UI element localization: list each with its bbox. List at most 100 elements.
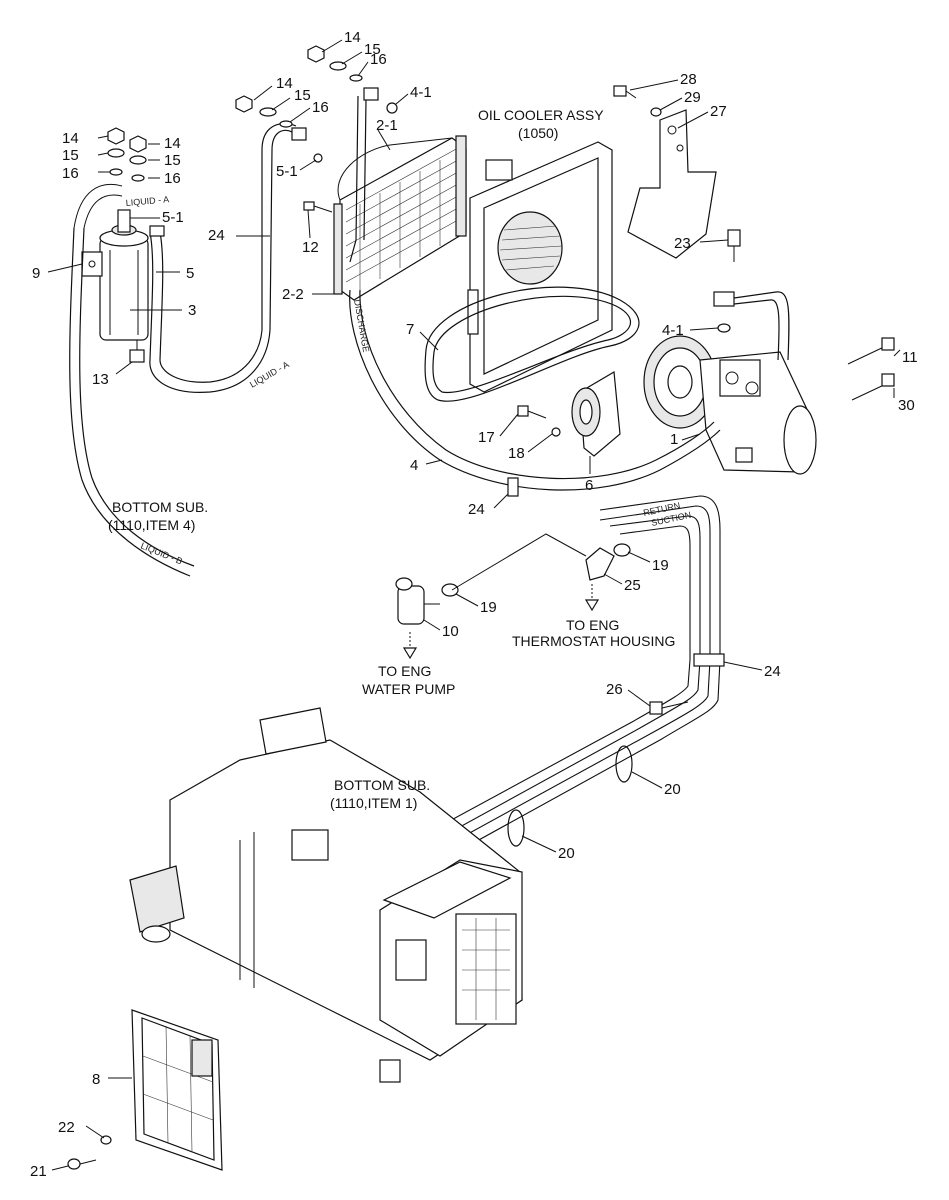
callout-26: 26 — [606, 681, 623, 698]
callout-22: 22 — [58, 1119, 75, 1136]
callout-4-1: 4-1 — [410, 84, 432, 101]
callout-5-1: 5-1 — [162, 209, 184, 226]
elbow-25 — [585, 547, 615, 581]
callout-15: 15 — [294, 87, 311, 104]
callout-24: 24 — [208, 227, 225, 244]
callout-11: 11 — [902, 349, 918, 366]
water-pump-caption: TO ENG — [378, 663, 431, 679]
callout-15: 15 — [62, 147, 79, 164]
bottom-sub-caption-b: BOTTOM SUB. — [334, 777, 430, 793]
mark-liquid-a-1: LIQUID - A — [248, 359, 291, 389]
callout-19: 19 — [652, 557, 669, 574]
clamp-24-lower — [507, 477, 519, 497]
mark-discharge: DISCHARGE — [352, 299, 371, 353]
water-pump-caption-2: WATER PUMP — [362, 681, 455, 697]
washer-18 — [551, 427, 561, 437]
callout-20: 20 — [664, 781, 681, 798]
bolt-12 — [303, 201, 333, 213]
compressor-fitting-top — [713, 291, 790, 361]
nut-washer-stack-left — [107, 127, 147, 182]
clamp-19-right — [613, 543, 631, 557]
callout-16: 16 — [370, 51, 387, 68]
callout-16: 16 — [164, 170, 181, 187]
heater-pipes — [347, 495, 721, 901]
callout-14: 14 — [62, 130, 79, 147]
o-ring-4-1 — [717, 323, 731, 333]
bolt-30 — [851, 373, 895, 401]
oil-cooler-caption-ref: (1050) — [518, 125, 558, 141]
belt-7 — [424, 286, 640, 402]
callout-5-1: 5-1 — [276, 163, 298, 180]
callout-20: 20 — [558, 845, 575, 862]
callout-14: 14 — [344, 29, 361, 46]
arrow-to-water-pump — [402, 632, 418, 660]
callout-numbers: 14 15 16 14 15 16 4-1 2-1 5-1 14 14 15 1… — [30, 29, 918, 1180]
tensioner-6 — [571, 371, 621, 457]
drier-bracket — [81, 251, 103, 277]
oil-cooler-caption: OIL COOLER ASSY — [478, 107, 604, 123]
callout-24: 24 — [764, 663, 781, 680]
leader-lines — [47, 39, 901, 1171]
callout-4: 4 — [410, 457, 418, 474]
bottom-sub-caption-b-ref: (1110,ITEM 1) — [330, 795, 417, 811]
callout-15: 15 — [364, 41, 381, 58]
callout-10: 10 — [442, 623, 459, 640]
callout-1: 1 — [670, 431, 678, 448]
callout-14: 14 — [164, 135, 181, 152]
mark-liquid-a-2: LIQUID - A — [125, 194, 169, 208]
thermostat-caption-2: THERMOSTAT HOUSING — [512, 633, 675, 649]
bracket-27 — [627, 109, 717, 259]
air-grille-8 — [131, 1009, 223, 1171]
callout-12: 12 — [302, 239, 319, 256]
bolt-23 — [727, 229, 741, 262]
drier-switch-13 — [129, 340, 145, 363]
callout-24: 24 — [468, 501, 485, 518]
callout-2-1: 2-1 — [376, 117, 398, 134]
clamp-24-right — [693, 653, 725, 667]
callout-5: 5 — [186, 265, 194, 282]
callout-16: 16 — [62, 165, 79, 182]
thermostat-caption: TO ENG — [566, 617, 619, 633]
band-20-lower — [507, 809, 525, 847]
callout-16: 16 — [312, 99, 329, 116]
callout-18: 18 — [508, 445, 525, 462]
callout-14: 14 — [276, 75, 293, 92]
captions: OIL COOLER ASSY (1050) BOTTOM SUB. (1110… — [108, 107, 675, 811]
callout-4-1: 4-1 — [662, 322, 684, 339]
callout-21: 21 — [30, 1163, 47, 1180]
callout-3: 3 — [188, 302, 196, 319]
callout-23: 23 — [674, 235, 691, 252]
callout-19: 19 — [480, 599, 497, 616]
callout-30: 30 — [898, 397, 915, 414]
arrow-to-thermostat — [584, 584, 600, 612]
water-valve-10 — [395, 577, 440, 625]
oil-cooler-assy — [467, 141, 613, 393]
bolt-26 — [649, 701, 689, 715]
hose-4 — [349, 289, 721, 491]
clamp-19-left — [441, 583, 459, 597]
callout-15: 15 — [164, 152, 181, 169]
bolt-17 — [517, 405, 547, 419]
screw-21 — [67, 1158, 97, 1170]
bolt-11 — [847, 337, 895, 365]
band-20-upper — [615, 745, 633, 783]
callout-28: 28 — [680, 71, 697, 88]
callout-8: 8 — [92, 1071, 100, 1088]
hose-liquid-b — [69, 227, 191, 577]
compressor — [643, 335, 817, 475]
bottom-sub-caption-a: BOTTOM SUB. — [112, 499, 208, 515]
callout-13: 13 — [92, 371, 109, 388]
callout-6: 6 — [585, 477, 593, 494]
condenser-fittings — [291, 87, 398, 263]
callout-29: 29 — [684, 89, 701, 106]
callout-17: 17 — [478, 429, 495, 446]
callout-25: 25 — [624, 577, 641, 594]
bottom-sub-caption-a-ref: (1110,ITEM 4) — [108, 517, 195, 533]
hvac-unit — [129, 707, 523, 1083]
callout-7: 7 — [406, 321, 414, 338]
callout-2-2: 2-2 — [282, 286, 304, 303]
callout-27: 27 — [710, 103, 727, 120]
hose-5 — [149, 129, 293, 393]
washer-29 — [650, 107, 662, 117]
